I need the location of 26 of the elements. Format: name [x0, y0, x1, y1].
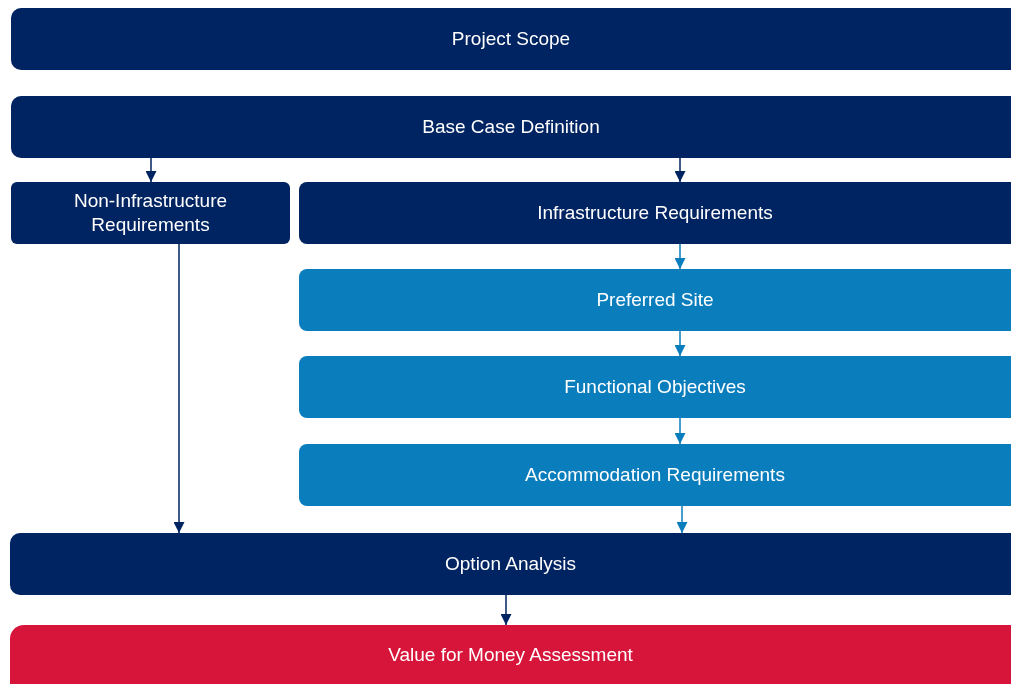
arrow — [173, 243, 185, 534]
stage-label: Value for Money Assessment — [388, 642, 633, 667]
stage-label: Base Case Definition — [422, 115, 600, 139]
stage-bar — [299, 182, 1011, 244]
arrow — [674, 417, 686, 445]
stage-bar — [10, 533, 1011, 595]
step-bar — [299, 269, 1011, 331]
arrow — [674, 330, 686, 357]
stage-box — [11, 182, 290, 244]
arrow — [145, 157, 157, 183]
stage-label: Infrastructure Requirements — [537, 201, 773, 225]
arrow — [674, 157, 686, 183]
stage-bar — [11, 96, 1011, 158]
step-bar — [299, 444, 1011, 506]
arrow — [500, 594, 512, 626]
arrow — [674, 243, 686, 270]
stage-label: Non-Infrastructure Requirements — [72, 189, 229, 237]
stage-label: Preferred Site — [596, 288, 714, 312]
stage-label: Option Analysis — [445, 552, 576, 576]
result-bar — [10, 625, 1011, 684]
stage-label: Project Scope — [451, 27, 571, 51]
stage-bar — [11, 8, 1011, 70]
step-bar — [299, 356, 1011, 418]
stage-label: Functional Objectives — [564, 375, 746, 399]
stage-label: Accommodation Requirements — [525, 463, 785, 487]
arrow — [676, 505, 688, 534]
